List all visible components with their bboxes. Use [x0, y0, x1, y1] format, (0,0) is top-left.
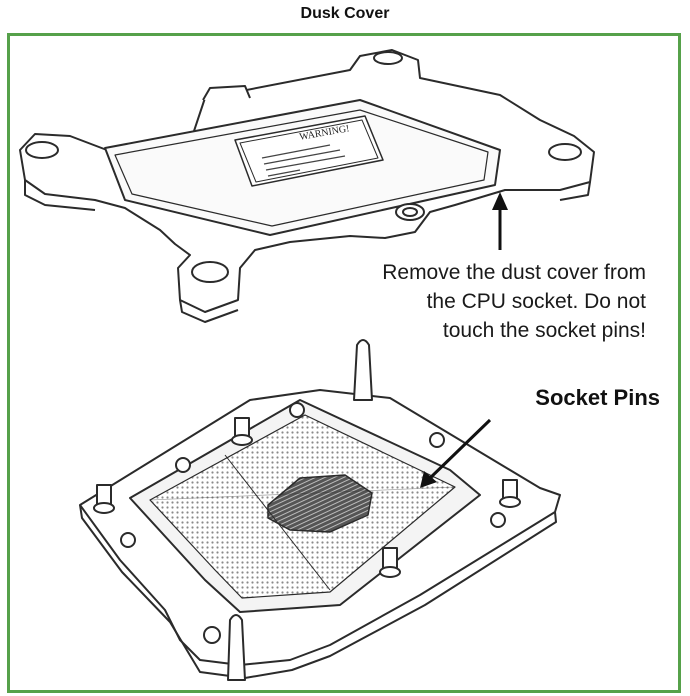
cpu-socket: [79, 339, 561, 681]
screw-center: [379, 547, 401, 578]
socket-pins-label: Socket Pins: [535, 385, 660, 410]
cover-hole-bottom: [191, 261, 229, 283]
socket-pins-arrow: [420, 418, 492, 488]
screw-right: [499, 479, 521, 508]
figure-title: Dusk Cover: [300, 5, 390, 22]
cover-hole-left: [25, 141, 59, 159]
cover-hole-right: [548, 143, 582, 161]
guide-post-bottom: [227, 614, 246, 681]
screw-left: [93, 484, 115, 514]
cover-hole-top: [373, 51, 403, 65]
instruction-text: Remove the dust cover from the CPU socke…: [300, 258, 646, 345]
instruction-line-2: the CPU socket. Do not: [426, 290, 646, 313]
screw-top-left: [231, 417, 253, 446]
socket-center-ridges: [267, 474, 373, 533]
instruction-line-1: Remove the dust cover from: [382, 261, 646, 284]
dust-cover: [19, 49, 595, 323]
dust-cover-arrow: [492, 192, 508, 250]
guide-post-top: [353, 339, 373, 401]
instruction-line-3: touch the socket pins!: [442, 319, 646, 342]
